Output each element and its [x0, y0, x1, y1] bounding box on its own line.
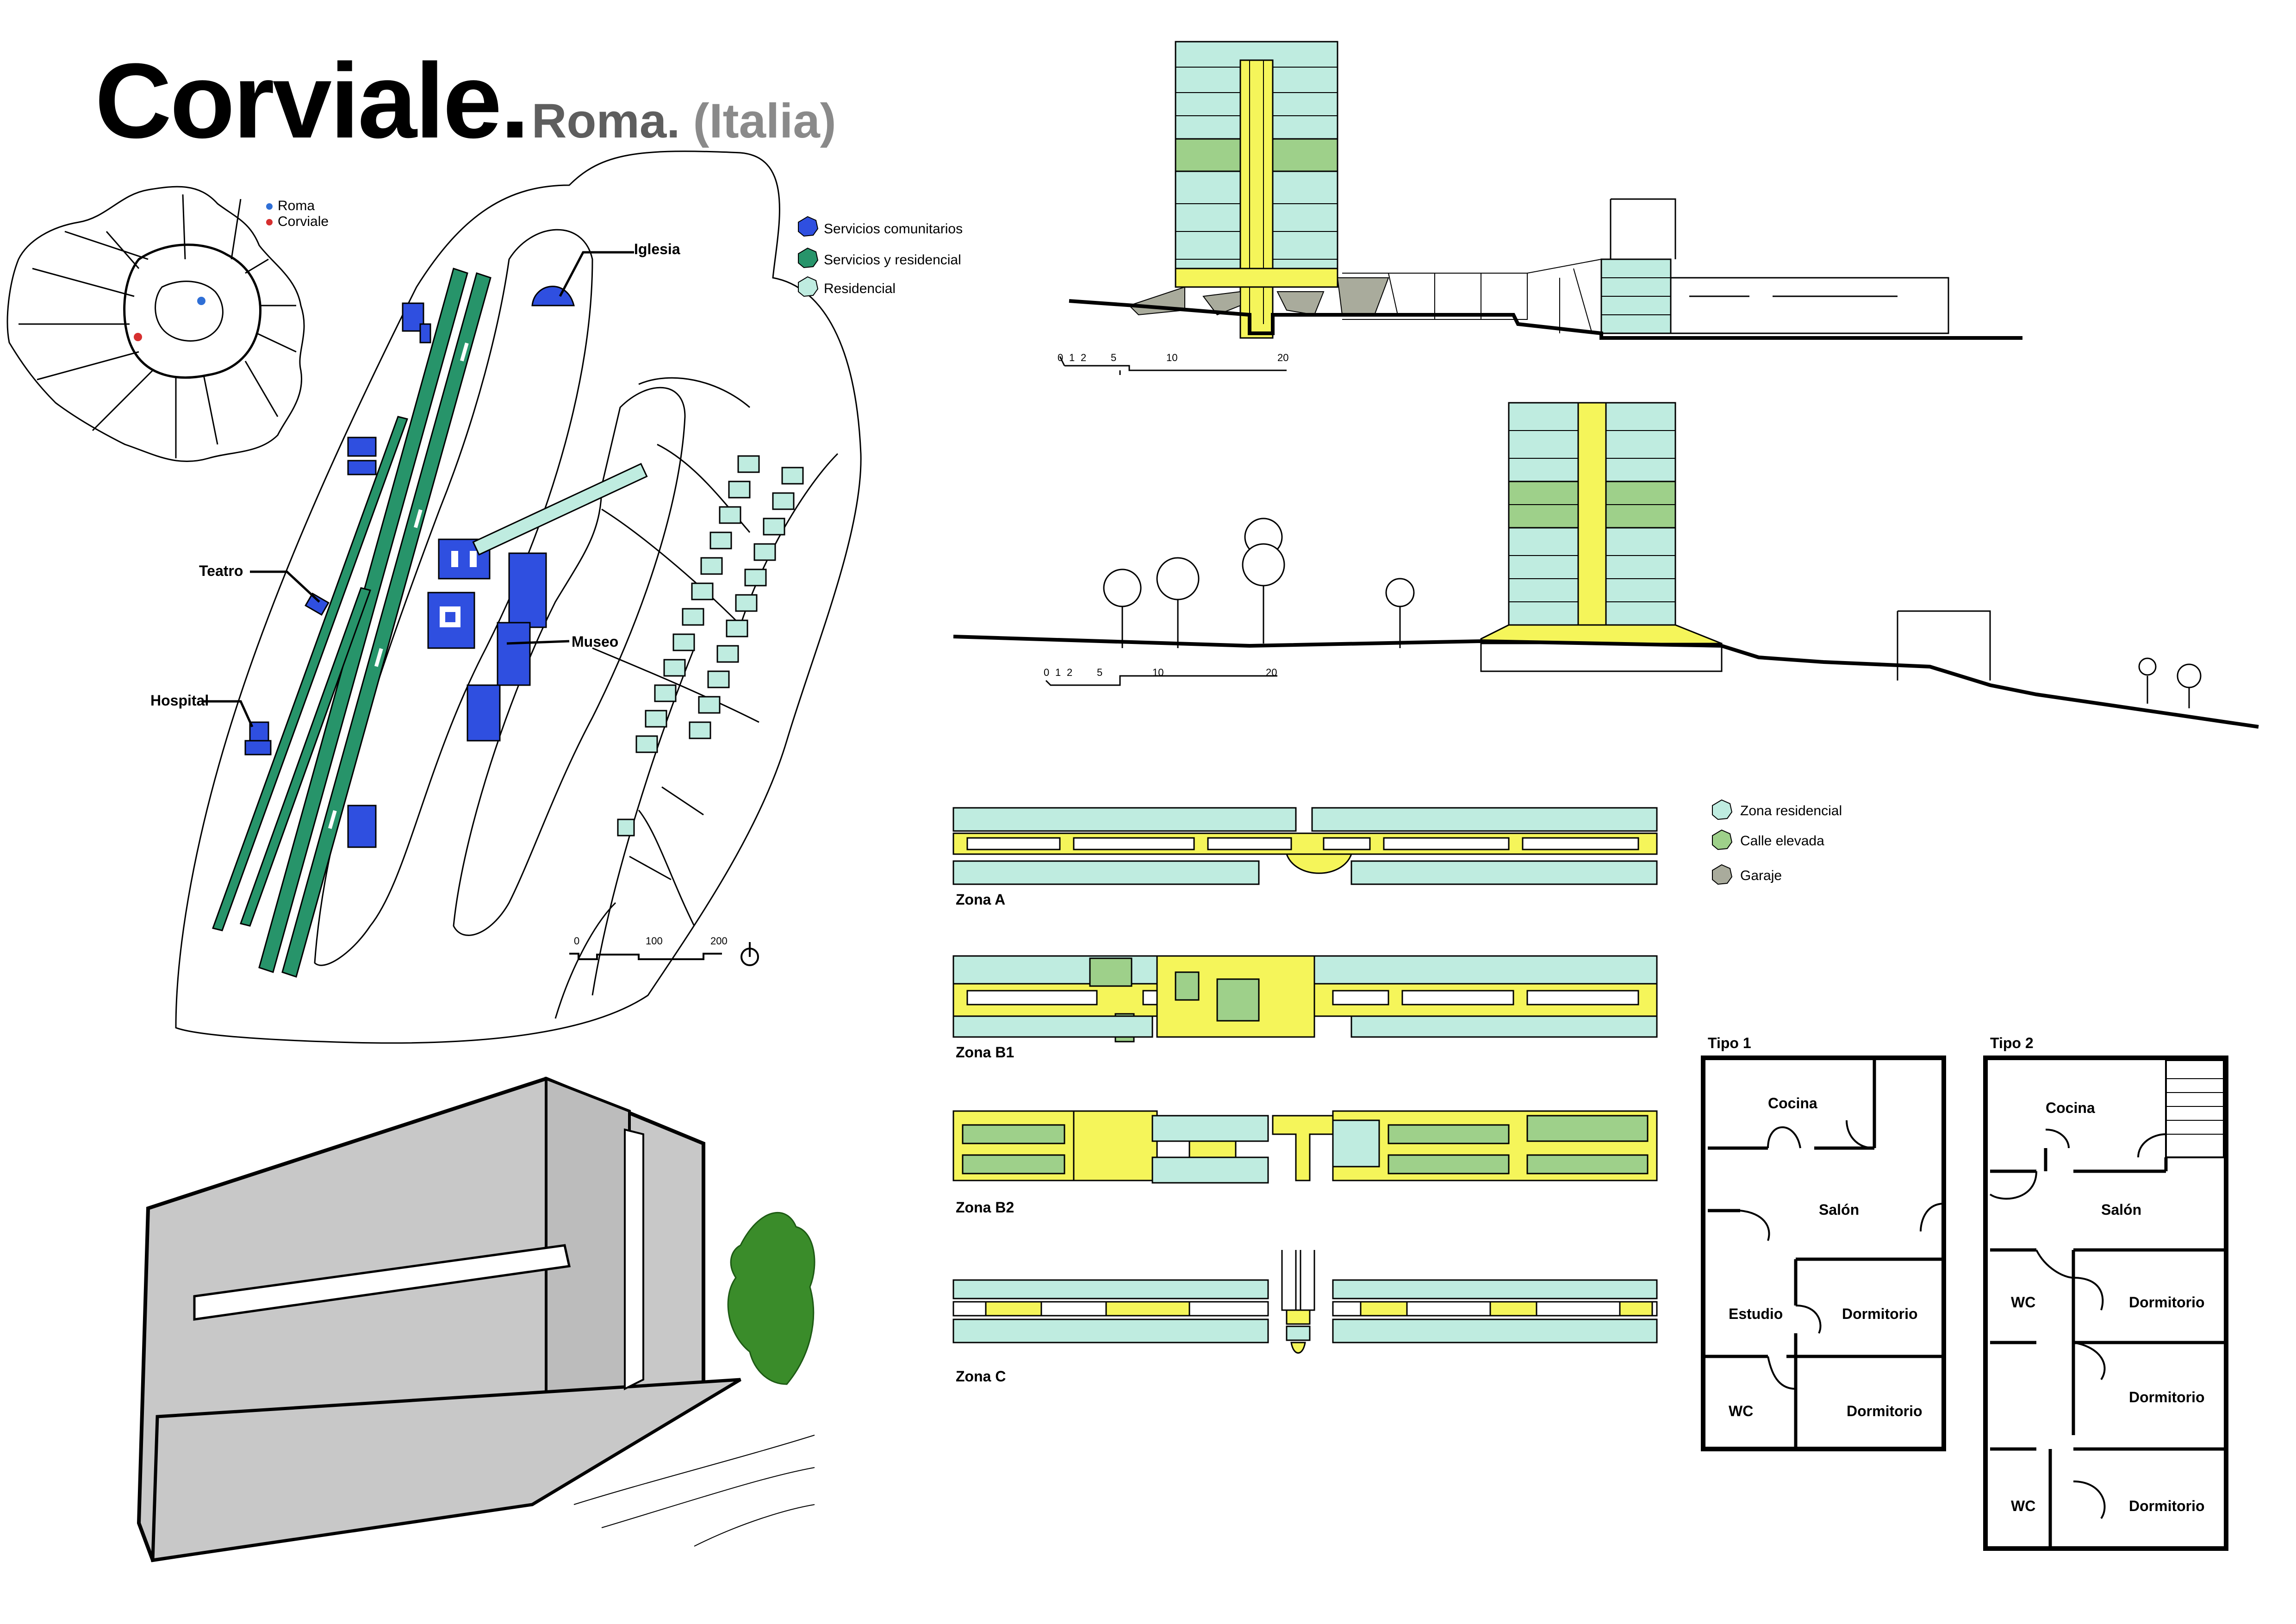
tipo2-dormitorio-1: Dormitorio: [2129, 1294, 2205, 1311]
label-zona-a: Zona A: [956, 891, 1006, 908]
perspective-sketch: [137, 1076, 815, 1562]
label-teatro: Teatro: [199, 562, 243, 579]
section1-scale-1: 1: [1069, 352, 1075, 363]
legend-calle-elevada: Calle elevada: [1740, 833, 1824, 849]
zone-plans: [952, 807, 1658, 1354]
legend-roma: Roma: [278, 198, 315, 213]
tipo2-salon: Salón: [2101, 1201, 2142, 1218]
title-city: Roma.: [531, 94, 680, 148]
section1-scale-2: 2: [1081, 352, 1087, 363]
label-zona-b2: Zona B2: [956, 1199, 1014, 1216]
tipo1-dormitorio-1: Dormitorio: [1842, 1305, 1918, 1322]
section-1: [1059, 41, 2022, 375]
site-scale-0: 0: [574, 935, 580, 947]
site-scale-200: 200: [710, 935, 728, 947]
section2-scale-2: 2: [1067, 667, 1073, 678]
tipo1-cocina: Cocina: [1768, 1095, 1817, 1112]
section2-scale-10: 10: [1152, 667, 1164, 678]
tipo1-wc: WC: [1729, 1403, 1754, 1419]
label-hospital: Hospital: [150, 692, 209, 709]
section1-scale-5: 5: [1111, 352, 1117, 363]
tipo2-wc-2: WC: [2011, 1498, 2036, 1514]
section2-scale-0: 0: [1044, 667, 1050, 678]
locator-map: [6, 186, 305, 462]
section2-scale-20: 20: [1266, 667, 1277, 678]
label-zona-b1: Zona B1: [956, 1044, 1014, 1061]
section1-scale-0: 0: [1058, 352, 1064, 363]
legend-residencial: Residencial: [824, 281, 896, 296]
title-country: (Italia): [693, 94, 836, 148]
section1-scale-10: 10: [1166, 352, 1178, 363]
label-museo: Museo: [572, 633, 619, 650]
page-title: Corviale.Roma.(Italia): [95, 39, 836, 162]
tipo1-title: Tipo 1: [1708, 1035, 1751, 1051]
tipo2-dormitorio-3: Dormitorio: [2129, 1498, 2205, 1514]
section2-scale-5: 5: [1097, 667, 1103, 678]
section1-scale-20: 20: [1277, 352, 1289, 363]
site-scale-100: 100: [646, 935, 663, 947]
tipo2-cocina: Cocina: [2046, 1099, 2095, 1116]
legend-servicios-residencial: Servicios y residencial: [824, 252, 961, 268]
tipo2-dormitorio-2: Dormitorio: [2129, 1389, 2205, 1405]
legend-corviale: Corviale: [278, 214, 329, 229]
tipo2-title: Tipo 2: [1990, 1035, 2034, 1051]
legend-garaje: Garaje: [1740, 868, 1782, 883]
tipo1-estudio: Estudio: [1729, 1305, 1783, 1322]
section2-scale-1: 1: [1055, 667, 1061, 678]
tipo1-salon: Salón: [1819, 1201, 1860, 1218]
site-plan: [175, 150, 862, 1044]
label-zona-c: Zona C: [956, 1368, 1006, 1385]
tipo1-dormitorio-2: Dormitorio: [1847, 1403, 1923, 1419]
legend-servicios-comunitarios: Servicios comunitarios: [824, 221, 963, 237]
label-iglesia: Iglesia: [634, 241, 680, 257]
floor-plan-tipo1: [1701, 1056, 1946, 1451]
section-2: [953, 402, 2259, 729]
legend-swatches: [798, 216, 1733, 885]
tipo2-wc-1: WC: [2011, 1294, 2036, 1311]
legend-zona-residencial: Zona residencial: [1740, 803, 1842, 818]
title-main: Corviale: [95, 41, 502, 160]
title-dot: .: [500, 41, 530, 160]
floor-plan-tipo2: [1983, 1056, 2228, 1551]
